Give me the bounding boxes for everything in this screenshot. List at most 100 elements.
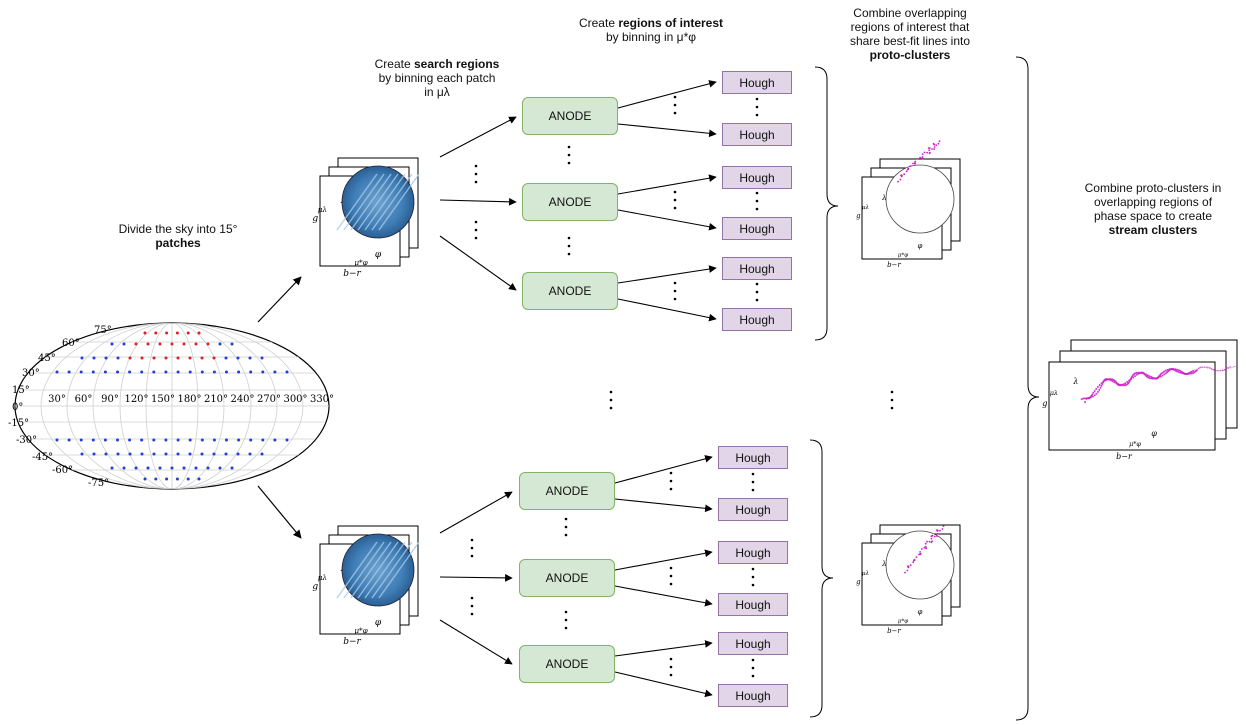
patch-dot (170, 466, 174, 470)
longitude-label: 210° (204, 394, 228, 405)
selected-patch-dot (140, 356, 144, 360)
patch-dot (261, 370, 265, 374)
ellipsis-dots (673, 95, 677, 115)
patch-dot (273, 438, 277, 442)
proto-cluster-disk (885, 530, 955, 600)
ellipsis-dots (669, 566, 673, 586)
latitude-label: 30° (22, 368, 40, 379)
patch-dot (236, 356, 240, 360)
patch-dot (154, 477, 158, 481)
stripe-pattern (336, 541, 420, 599)
patch-dot (164, 438, 168, 442)
ellipsis-dots (755, 191, 759, 211)
anode-box: ANODE (522, 183, 618, 221)
selected-patch-dot (175, 331, 179, 335)
axis-label-b-r: b−r (343, 269, 361, 279)
ellipsis-dots (751, 567, 755, 587)
ellipsis-dots (609, 390, 613, 410)
flow-arrow (617, 298, 717, 322)
latitude-label: -60° (52, 465, 73, 476)
patch-dot (182, 466, 186, 470)
patch-dot (273, 370, 277, 374)
longitude-label: 240° (230, 394, 254, 405)
axis-label-mu-phi: μ*φ (898, 618, 908, 624)
selected-patch-dot (164, 356, 168, 360)
search-regions-label: Create search regions by binning each pa… (374, 57, 500, 99)
stream-cluster-points (1080, 365, 1236, 403)
axis-label-b-r: b−r (887, 261, 901, 269)
selected-patch-dot (197, 331, 201, 335)
axis-label-mu-phi: μ*φ (354, 626, 367, 635)
patch-dot (176, 370, 180, 374)
patch-dot (164, 370, 168, 374)
ellipsis-dots (669, 657, 673, 677)
axis-label-phi: φ (1151, 429, 1157, 438)
patch-dot (224, 452, 228, 456)
ellipsis-dots (567, 236, 571, 256)
longitude-label: 330° (310, 394, 334, 405)
latitude-label: 0° (12, 402, 23, 413)
patch-dot (236, 452, 240, 456)
axis-label-phi: φ (375, 618, 382, 628)
patch-dot (146, 466, 150, 470)
ellipsis-dots (474, 220, 478, 240)
flow-arrow (617, 265, 717, 284)
latitude-label: -45° (32, 452, 53, 463)
flow-arrow (617, 80, 717, 109)
longitude-label: 90° (101, 394, 119, 405)
hough-box: Hough (718, 446, 788, 469)
stripe-pattern (336, 173, 420, 231)
flow-arrows (439, 80, 717, 698)
patch-dot (55, 438, 59, 442)
axis-label-mu-phi: μ*φ (354, 258, 367, 267)
brace-bottom (809, 439, 834, 718)
patch-dot (128, 452, 132, 456)
patch-dot (165, 477, 169, 481)
selected-patch-dot (200, 356, 204, 360)
ellipsis-dots (755, 97, 759, 117)
axis-label-mu-lambda: μλ (318, 573, 327, 582)
flow-arrow (439, 116, 517, 158)
selected-patch-dot (158, 342, 162, 346)
patch-dot (140, 370, 144, 374)
proto-cluster-disk (885, 164, 955, 234)
axis-label-g: g (1042, 399, 1047, 408)
selected-patch-dot (152, 356, 156, 360)
flow-arrow (614, 640, 713, 657)
patch-dot (110, 466, 114, 470)
patch-dot (116, 370, 119, 374)
patch-dot (55, 370, 59, 374)
patch-dot (104, 356, 108, 360)
patch-dot (79, 438, 83, 442)
brace-large (1015, 56, 1040, 721)
ellipsis-dots (673, 281, 677, 301)
axis-label-mu-phi: μ*φ (1129, 440, 1141, 448)
patch-dot (92, 452, 96, 456)
hough-box: Hough (718, 593, 788, 616)
patch-dot (200, 370, 204, 374)
axis-label-b-r: b−r (1116, 452, 1133, 461)
axis-label-g: g (312, 582, 318, 592)
patch-dot (237, 370, 241, 374)
patch-dot (212, 452, 216, 456)
patch-dot (116, 452, 120, 456)
patch-dot (200, 438, 204, 442)
patch-dot (249, 370, 253, 374)
hough-box: Hough (718, 498, 788, 521)
ellipsis-dots (751, 472, 755, 492)
patch-dot (91, 370, 95, 374)
patch-dot (230, 466, 234, 470)
selected-patch-dot (146, 342, 150, 346)
flow-arrow (439, 197, 517, 206)
patch-dot (104, 452, 108, 456)
patch-dot (140, 452, 144, 456)
patch-dot (206, 466, 210, 470)
latitude-label: 60° (62, 338, 80, 349)
anode-box: ANODE (519, 559, 615, 597)
